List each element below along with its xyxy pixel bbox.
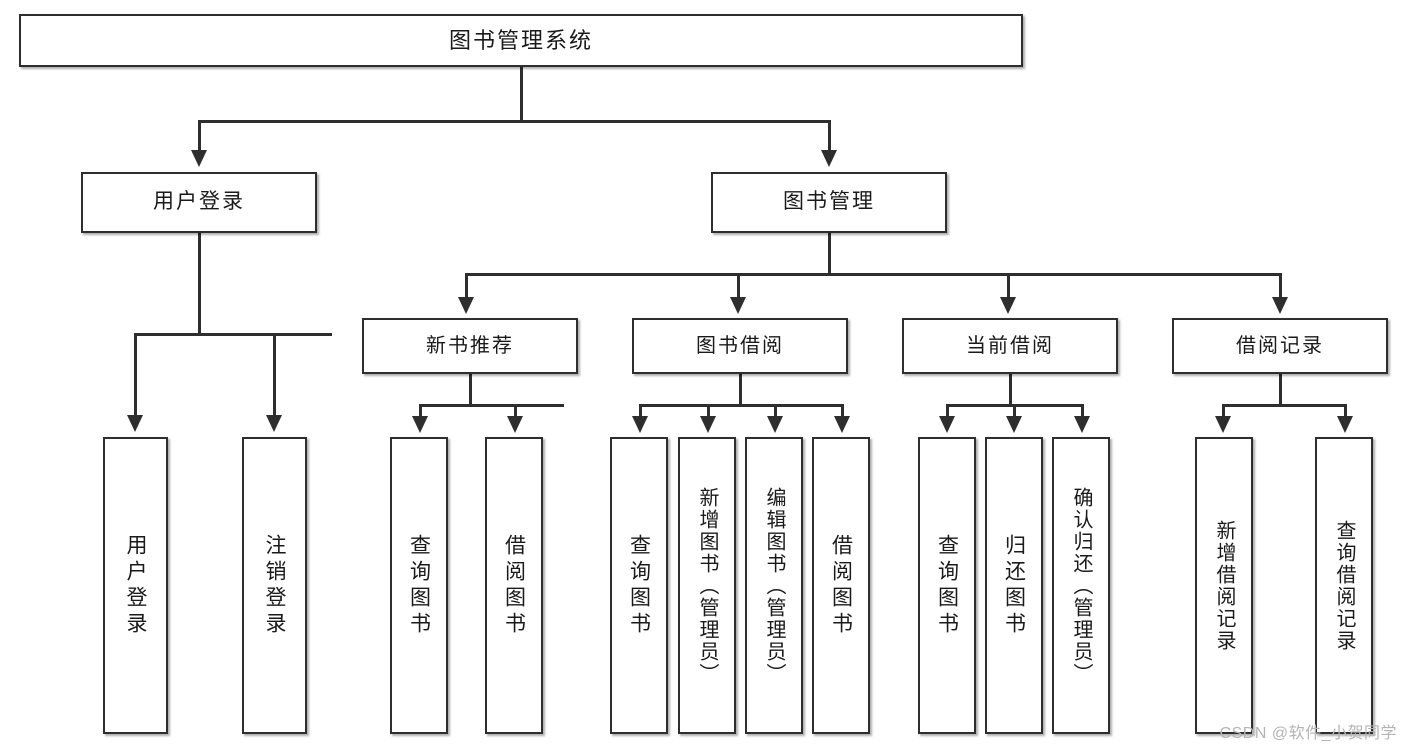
arrow-to-leaf-query-book-3 [939,416,955,433]
node-label: 新书推荐 [426,334,514,357]
connector-bb-drop-2 [707,404,710,418]
node-new-book-recommend[interactable]: 新书推荐 [362,318,578,374]
connector-user-login-bus [134,333,332,336]
connector-book-management-bus [465,273,1282,276]
node-label: 图书借阅 [696,334,784,357]
node-current-borrow[interactable]: 当前借阅 [902,318,1118,374]
node-label: 用户登录 [153,190,245,214]
connector-bb-stem [739,374,742,406]
connector-br-bus [1222,404,1346,407]
arrow-to-leaf-borrow-book-1 [507,416,523,433]
node-label: 新增借阅记录 [1213,519,1235,652]
leaf-query-book-2[interactable]: 查询图书 [610,437,668,734]
arrow-to-borrow-record [1272,297,1288,314]
leaf-return-book[interactable]: 归还图书 [985,437,1043,734]
connector-bm-drop-2 [737,273,740,299]
node-label: 借阅记录 [1236,334,1324,357]
arrow-to-leaf-return-book [1006,416,1022,433]
connector-nbr-bus [419,404,564,407]
node-root-system[interactable]: 图书管理系统 [19,14,1023,67]
leaf-borrow-book-1[interactable]: 借阅图书 [485,437,543,734]
arrow-to-current-borrow [1000,297,1016,314]
connector-bb-drop-1 [639,404,642,418]
arrow-to-leaf-edit-book [767,416,783,433]
connector-br-stem [1279,374,1282,406]
node-label: 归还图书 [1002,533,1026,638]
arrow-to-leaf-query-book-1 [412,416,428,433]
connector-nbr-drop-1 [419,404,422,418]
node-label: 图书管理系统 [448,27,593,53]
arrow-to-leaf-query-book-2 [632,416,648,433]
connector-root-drop-1 [198,120,201,152]
node-label: 注销登录 [263,533,286,638]
node-label: 查询借阅记录 [1333,519,1355,652]
node-label: 编辑图书（管理员） [763,486,785,685]
connector-bm-drop-4 [1279,273,1282,299]
connector-user-login-drop-2 [273,333,276,417]
arrow-to-leaf-query-record [1337,416,1353,433]
node-user-login[interactable]: 用户登录 [81,172,317,233]
leaf-add-record[interactable]: 新增借阅记录 [1195,437,1253,734]
leaf-logout-login[interactable]: 注销登录 [242,437,307,734]
arrow-to-user-login [191,150,207,167]
connector-br-drop-1 [1222,404,1225,418]
node-label: 借阅图书 [502,533,526,638]
connector-cb-drop-1 [946,404,949,418]
connector-bm-drop-3 [1007,273,1010,299]
arrow-to-leaf-logout-login [266,415,282,432]
connector-cb-drop-2 [1013,404,1016,418]
node-label: 新增图书（管理员） [696,486,718,685]
node-label: 当前借阅 [966,334,1054,357]
connector-root-bus [198,120,830,123]
leaf-edit-book[interactable]: 编辑图书（管理员） [745,437,803,734]
node-label: 图书管理 [783,190,875,214]
leaf-query-record[interactable]: 查询借阅记录 [1315,437,1373,734]
connector-cb-drop-3 [1081,404,1084,418]
leaf-user-login[interactable]: 用户登录 [103,437,168,734]
arrow-to-leaf-borrow-book-2 [834,416,850,433]
arrow-to-book-management [821,150,837,167]
connector-user-login-drop-1 [134,333,137,417]
leaf-add-book[interactable]: 新增图书（管理员） [678,437,736,734]
connector-book-management-stem [828,233,831,275]
arrow-to-leaf-add-book [700,416,716,433]
node-label: 查询图书 [627,533,651,638]
node-label: 查询图书 [407,533,431,638]
node-book-borrow[interactable]: 图书借阅 [632,318,848,374]
connector-nbr-stem [469,374,472,406]
arrow-to-new-book-recommend [458,297,474,314]
node-borrow-record[interactable]: 借阅记录 [1172,318,1388,374]
node-label: 查询图书 [935,533,959,638]
node-label: 借阅图书 [829,533,853,638]
node-label: 用户登录 [124,533,147,638]
arrow-to-leaf-user-login [127,415,143,432]
connector-root-drop-2 [828,120,831,152]
node-book-management[interactable]: 图书管理 [711,172,947,233]
connector-bb-drop-4 [841,404,844,418]
connector-bb-bus [639,404,843,407]
arrow-to-leaf-add-record [1215,416,1231,433]
connector-root-stem [520,67,523,122]
watermark-csdn: CSDN @软件_小贺同学 [1219,725,1397,742]
leaf-borrow-book-2[interactable]: 借阅图书 [812,437,870,734]
arrow-to-book-borrow [730,297,746,314]
leaf-query-book-1[interactable]: 查询图书 [390,437,448,734]
arrow-to-leaf-confirm-return [1074,416,1090,433]
leaf-query-book-3[interactable]: 查询图书 [918,437,976,734]
connector-bb-drop-3 [774,404,777,418]
leaf-confirm-return[interactable]: 确认归还（管理员） [1052,437,1110,734]
connector-nbr-drop-2 [514,404,517,418]
connector-user-login-stem [198,233,201,335]
connector-cb-stem [1009,374,1012,406]
connector-br-drop-2 [1344,404,1347,418]
connector-bm-drop-1 [465,273,468,299]
node-label: 确认归还（管理员） [1070,486,1092,685]
